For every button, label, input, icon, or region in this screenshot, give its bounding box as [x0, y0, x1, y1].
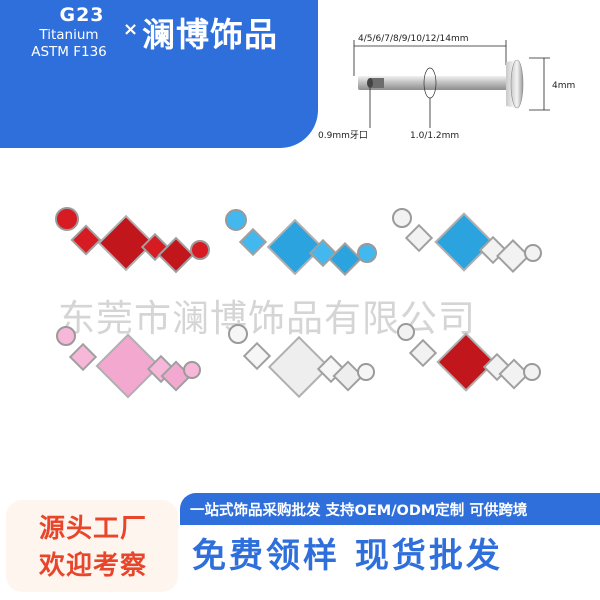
- factory-sign: [6, 500, 178, 592]
- brand-standard: ASTM F136: [31, 44, 107, 60]
- product-pink-cluster: [56, 326, 201, 399]
- brand-separator: ×: [123, 19, 139, 40]
- slogan-bar: [180, 493, 600, 525]
- factory-line1: 源头工厂: [38, 514, 147, 544]
- product-aqua-cluster: [225, 209, 377, 276]
- product-red-cluster: [55, 207, 210, 274]
- product-clear-cluster: [228, 324, 375, 399]
- head-height-label: 4mm: [552, 81, 575, 91]
- barbell-shaft: [358, 76, 508, 90]
- cta-text: 免费领样 现货批发: [192, 536, 503, 576]
- slogan-text: 一站式饰品采购批发 支持OEM/ODM定制 可供跨境: [190, 503, 528, 519]
- barbell-diagram: 4/5/6/7/8/9/10/12/14mm 4mm 0.9mm牙口 1.0/1…: [318, 0, 600, 160]
- thread-label: 0.9mm牙口: [318, 130, 368, 141]
- brand-grade: G23: [59, 4, 105, 26]
- small-stone: [55, 207, 79, 231]
- factory-line2: 欢迎考察: [38, 551, 147, 581]
- product-clear-aqua-cluster: [392, 208, 542, 273]
- brand-panel: [0, 0, 318, 148]
- length-label: 4/5/6/7/8/9/10/12/14mm: [358, 34, 469, 44]
- gauge-label: 1.0/1.2mm: [410, 131, 459, 141]
- brand-company: 澜博饰品: [142, 15, 278, 54]
- product-clear-red-cluster: [397, 323, 541, 392]
- brand-material: Titanium: [39, 27, 99, 43]
- barbell-drawing: 4/5/6/7/8/9/10/12/14mm 4mm 0.9mm牙口 1.0/1…: [318, 34, 575, 141]
- thread-hole: [370, 78, 384, 88]
